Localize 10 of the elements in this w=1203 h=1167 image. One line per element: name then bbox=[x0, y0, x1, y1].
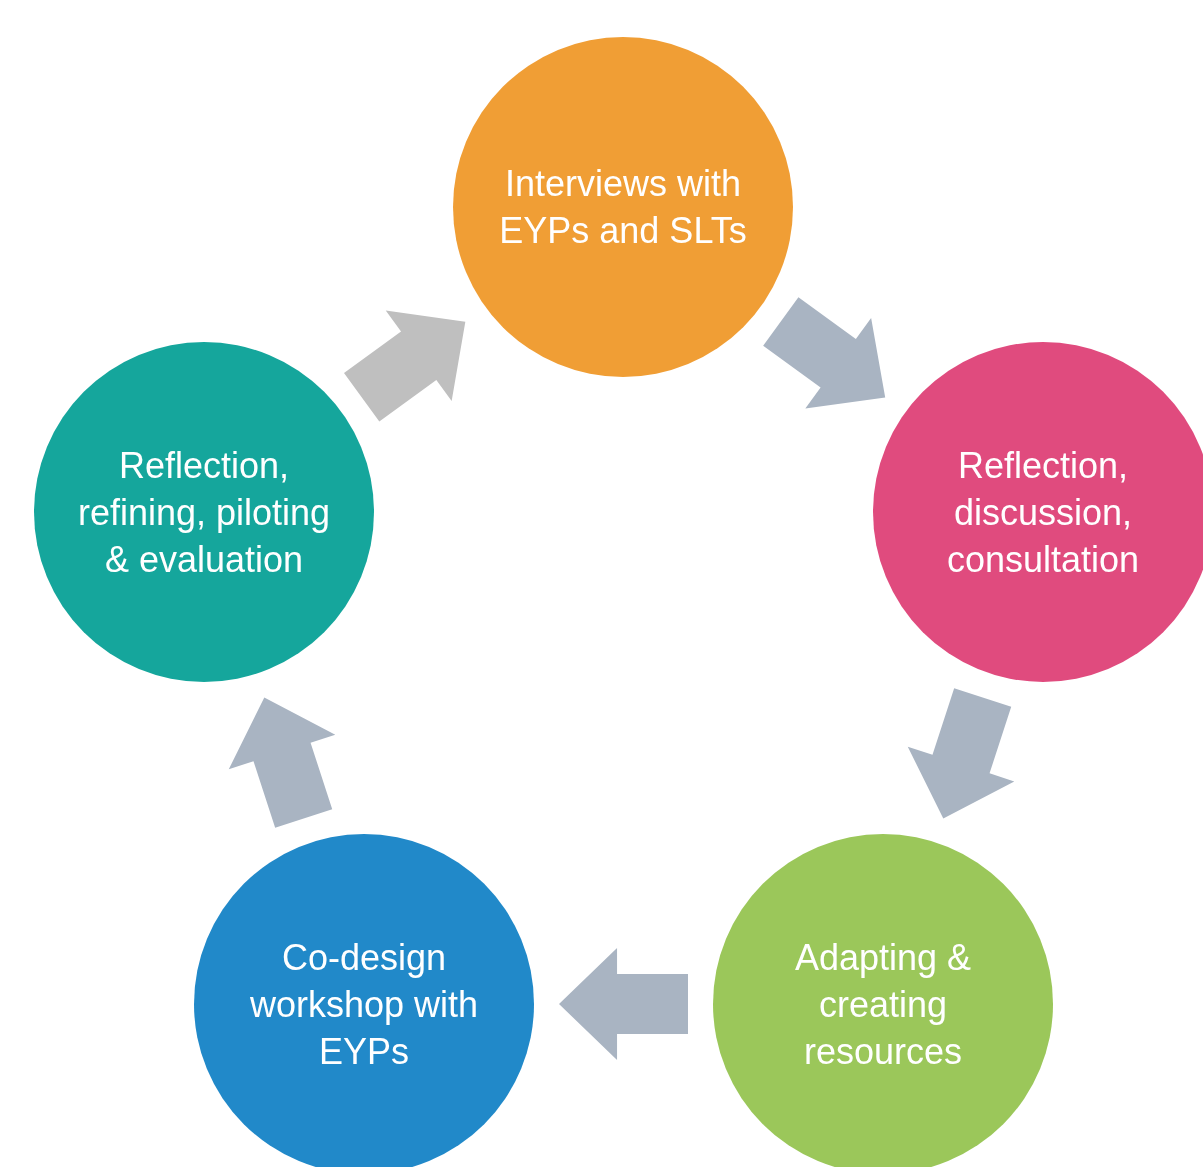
block-arrow bbox=[344, 310, 466, 422]
step-label: Reflection, discussion, consultation bbox=[945, 443, 1141, 582]
step-label: Co-design workshop with EYPs bbox=[248, 935, 480, 1074]
block-arrow bbox=[228, 697, 336, 828]
block-arrow bbox=[907, 688, 1015, 819]
step-label: Reflection, refining, piloting & evaluation bbox=[76, 443, 332, 582]
step-label: Adapting & creating resources bbox=[793, 935, 973, 1074]
block-arrow bbox=[763, 297, 886, 409]
block-arrow bbox=[559, 948, 688, 1060]
step-label: Interviews with EYPs and SLTs bbox=[498, 162, 748, 253]
